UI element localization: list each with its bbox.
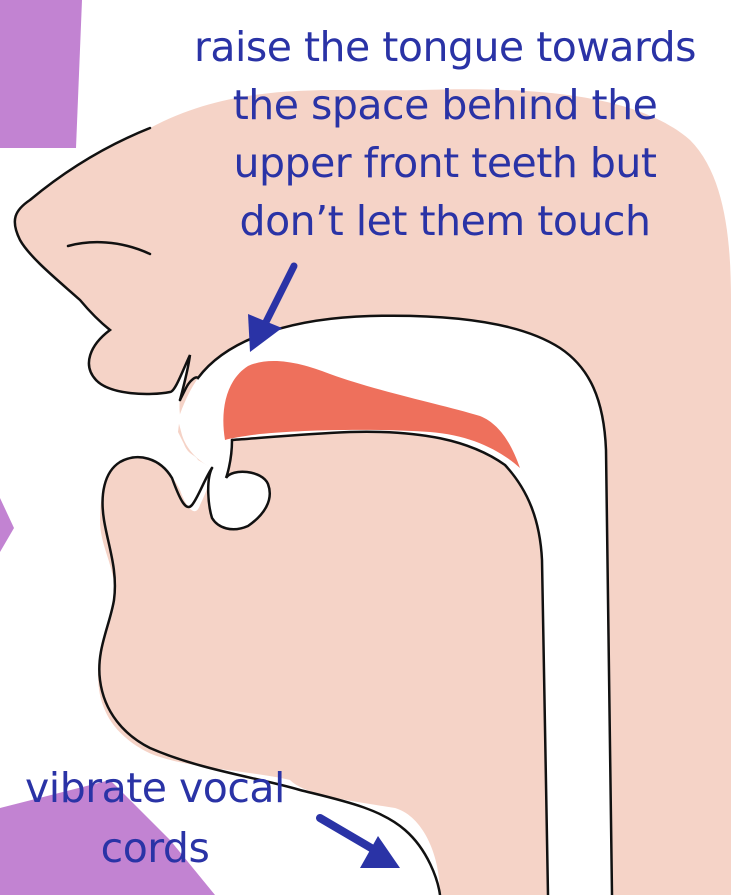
instruction-line: upper front teeth but — [160, 134, 730, 192]
instruction-caption: raise the tongue towards the space behin… — [160, 18, 730, 250]
vocal-cords-line: vibrate vocal — [0, 758, 310, 818]
instruction-line: raise the tongue towards — [160, 18, 730, 76]
purple-shape-top-left — [0, 0, 82, 148]
vocal-cords-line: cords — [0, 818, 310, 878]
purple-shape-left-mid — [0, 498, 14, 552]
instruction-line: the space behind the — [160, 76, 730, 134]
arrow-to-vocal-cords — [320, 818, 400, 868]
vocal-cords-caption: vibrate vocal cords — [0, 758, 310, 878]
instruction-line: don’t let them touch — [160, 192, 730, 250]
